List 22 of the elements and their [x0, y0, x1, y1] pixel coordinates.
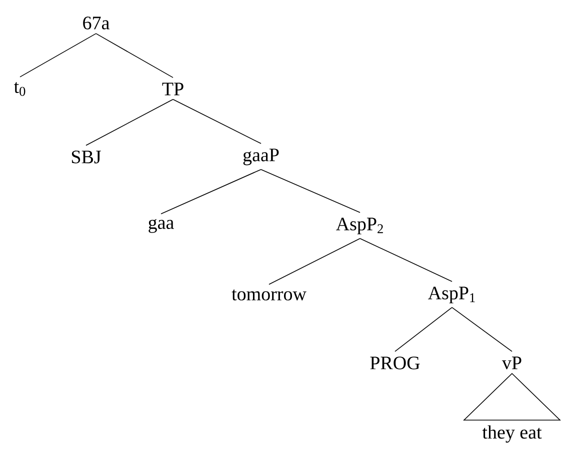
- branch-line: [268, 238, 360, 285]
- branch-line: [260, 169, 360, 213]
- branch-line: [160, 169, 262, 214]
- branch-line: [452, 307, 512, 352]
- tree-label: t$_{0}$: [14, 82, 26, 96]
- tree-label: AspP$_{2}$: [336, 218, 383, 234]
- tree-label: gaa: [148, 219, 174, 233]
- tree-label: TP: [162, 82, 184, 96]
- tree-label: PROG: [370, 356, 420, 370]
- branch-line: [20, 33, 96, 78]
- tree-label: tomorrow: [232, 290, 306, 300]
- branch-line: [86, 99, 174, 146]
- branch-line: [360, 238, 452, 282]
- tree-label: 67a: [83, 16, 110, 30]
- tree-label: SBJ: [72, 150, 101, 164]
- tree-label: AspP$_{1}$: [428, 286, 475, 304]
- tree-label: they eat: [482, 425, 542, 443]
- branch-line: [96, 33, 174, 78]
- branch-line: [172, 99, 262, 144]
- tree-label: gaaP: [243, 148, 279, 166]
- branch-line: [394, 307, 452, 352]
- tree-label: vP: [502, 356, 522, 370]
